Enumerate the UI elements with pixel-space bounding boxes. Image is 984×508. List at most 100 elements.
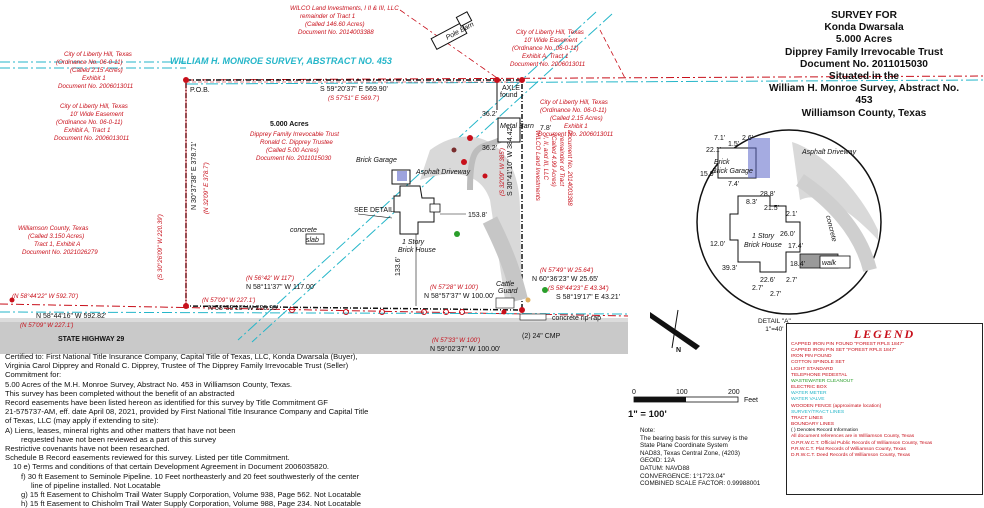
detail-caption-2: 1"=40' (765, 326, 784, 333)
svg-text:8.3': 8.3' (746, 199, 757, 206)
north-arrow: N (650, 309, 700, 354)
legend-item: CAPPED IRON PIN SET "FOREST RPLS 1847" (791, 348, 896, 354)
scale-tick-100: 100 (676, 389, 688, 396)
cert-line: A) Liens, leases, mineral rights and oth… (5, 425, 236, 435)
cert-line: g) 15 ft Easement to Chisholm Trail Wate… (21, 490, 361, 500)
legend-item: WATER METER (791, 391, 827, 397)
legend-item: CAPPED IRON PIN FOUND "FOREST RPLS 1847" (791, 342, 904, 347)
house-label-1: 1 Story (402, 239, 425, 246)
rip-rap (519, 313, 547, 321)
svg-text:12.0': 12.0' (710, 241, 725, 248)
cert-line: of Texas, LLC (may apply if extending to… (5, 416, 159, 426)
cert-line: Certified to: First National Title Insur… (5, 352, 358, 361)
see-detail-leader (357, 213, 393, 219)
note-line: GEOID: 12A (640, 457, 675, 465)
bearing-note: Note: The bearing basis for this survey … (640, 427, 780, 488)
driveway-drive (482, 216, 528, 302)
svg-text:2.7': 2.7' (770, 291, 781, 298)
scale-bar (633, 396, 739, 403)
tract-line2: Ronald C. Dipprey Trustee (260, 139, 333, 146)
bearing-s10: (N 57'33" W 100') (432, 337, 480, 344)
legend-item: WOODEN FENCE (approximate location) (791, 403, 882, 409)
cert-line: Restrictive covenants have not been rese… (5, 444, 170, 454)
asphalt-driveway-area (420, 136, 522, 300)
brick-garage-label: Brick Garage (356, 157, 397, 164)
adjoiner-line-top (399, 9, 501, 81)
dist-36-b: 36.2' (482, 145, 497, 152)
highway-band (0, 320, 628, 354)
svg-text:28.8': 28.8' (760, 191, 775, 198)
monuments (9, 77, 548, 315)
bearing-west: N 30°37'38" E 378.71' (190, 142, 198, 210)
note-line: NAD83, Texas Central Zone, (4203) (640, 449, 740, 457)
cert-line: 21-575737-AM, eff. date April 08, 2021, … (5, 407, 369, 417)
legend-item: ( ) Denotes Record Information (791, 428, 859, 434)
legend-item: SURVEY/TRACT LINES (791, 409, 845, 415)
legend-item: BOUNDARY LINES (791, 422, 835, 428)
bearing-east-rec: (S 32'09" W 385') (499, 148, 506, 196)
bearing-north: S 59°20'37" E 569.90' (320, 85, 388, 93)
legend-item: D.R.W.C.T. Deed Records of Williamson Co… (791, 452, 911, 458)
svg-text:22.6': 22.6' (760, 277, 775, 284)
svg-text:2.1': 2.1' (786, 211, 797, 218)
bearing-s5: (N 57'28" W 100') (430, 284, 478, 291)
legend-item: LIGHT STANDARD (791, 366, 834, 372)
detail-house-1: 1 Story (752, 233, 775, 240)
note-line: State Plane Coordinate System (640, 442, 728, 450)
bearing-s13: N 60°36'23" W 25.65' (532, 275, 598, 283)
cert-line: Commitment for: (5, 370, 62, 380)
highway-band-light (0, 318, 628, 322)
metal-barn-label: Metal Barn (500, 123, 534, 130)
garage-hatch (397, 171, 407, 181)
svg-text:2.7': 2.7' (752, 285, 763, 292)
scale-ratio: 1" = 100' (628, 409, 667, 420)
title-line-6: Situated in the (828, 71, 900, 83)
cert-line: 10 e) Terms and conditions of that certa… (13, 462, 330, 472)
detail-dims: 7.1' 2.6' 22.1' 1.5' 7.4' 15.9' 28.8' 21… (700, 135, 805, 298)
note-line: The bearing basis for this survey is the (640, 434, 748, 442)
detail-garage-1: Brick (714, 159, 730, 166)
cert-line: 5.00 Acres of the M.H. Monroe Survey, Ab… (5, 379, 292, 389)
dist-36-a: 36.2' (482, 111, 497, 118)
legend-item: COTTON SPINDLE SET (791, 360, 845, 366)
bearing-s6: N 58°57'37" W 100.00' (424, 292, 494, 300)
see-detail-label: SEE DETAIL (354, 207, 394, 214)
cmp-label: (2) 24" CMP (522, 333, 561, 340)
legend-item: All document references are in Williamso… (791, 434, 915, 440)
metal-barn (497, 117, 521, 143)
legend-box: LEGEND CAPPED IRON PIN FOUND "FOREST RPL… (786, 323, 983, 495)
cert-line: h) 15 ft Easement to Chisholm Trail Wate… (21, 499, 361, 508)
title-line-5: Document No. 2011015030 (800, 58, 928, 70)
bearing-s7: (N 58°44'22" W 592.70') (12, 293, 78, 300)
asphalt-label: Asphalt Driveway (415, 169, 471, 176)
riprap-label: concrete rip-rap (552, 315, 601, 322)
legend-item: TELEPHONE PEDESTAL (791, 372, 848, 378)
cert-line: This survey has been completed without t… (5, 388, 235, 398)
tract-acres: 5.000 Acres (270, 121, 309, 128)
bearing-east: S 30°41'10" W 384.42' (506, 126, 514, 196)
tract-boundary (185, 79, 523, 311)
scale-tick-0: 0 (632, 389, 636, 396)
title-line-3: 5.000 Acres (835, 34, 893, 46)
svg-text:39.3': 39.3' (722, 265, 737, 272)
cert-line: Virginia Carol Dipprey and Ronald C. Dip… (5, 361, 349, 371)
svg-text:21.5': 21.5' (764, 205, 779, 212)
dist-153: 153.8' (468, 212, 487, 219)
driveway-curve (467, 137, 502, 191)
legend-item: ELECTRIC BOX (791, 385, 827, 391)
adj-wilco-top: WILCO Land Investments, I II & III, LLC … (290, 5, 400, 36)
note-line: DATUM: NAVD88 (640, 464, 690, 472)
scale-unit: Feet (744, 397, 758, 404)
adj-liberty-left-easement: City of Liberty Hill, Texas 10' Wide Eas… (54, 103, 130, 142)
legend-item: P.R.W.C.T. Plat Records of Williamson Co… (791, 446, 906, 452)
north-easement-line (185, 79, 984, 85)
highway-label: STATE HIGHWAY 29 (58, 336, 124, 343)
adjoiner-line-ne (599, 29, 627, 81)
survey-plat: N WILCO Land Investments, I II & III, LL… (0, 5, 984, 453)
scale-tick-200: 200 (728, 389, 740, 396)
tract-line3: (Called 5.00 Acres) (266, 147, 319, 154)
title-line-2: Konda Dwarsala (824, 22, 904, 34)
tract-line1: Dipprey Family Irrevocable Trust (250, 131, 339, 138)
bearing-s15: S 58°19'17" E 43.21' (556, 293, 620, 301)
cert-line: f) 30 ft Easement to Seminole Pipeline. … (21, 471, 360, 481)
